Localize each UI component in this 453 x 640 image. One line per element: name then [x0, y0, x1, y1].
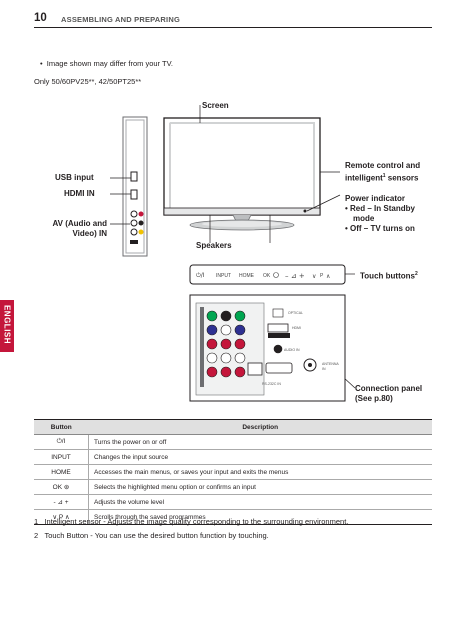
connection-panel-line1: Connection panel: [355, 384, 423, 393]
section-title: ASSEMBLING AND PREPARING: [61, 15, 180, 24]
footnote-2-num: 2: [34, 531, 39, 540]
prog-up-glyph: ∧: [326, 273, 330, 280]
callout-power-indicator: Power indicator • Red – In Standby mode …: [345, 194, 445, 234]
footnote-1-num: 1: [34, 517, 39, 526]
power-red-line: • Red – In Standby: [345, 204, 415, 213]
button-cell: ∨ P ∧: [34, 509, 89, 525]
callout-remote-sensor: Remote control and intelligent1 sensors: [345, 161, 420, 184]
power-indicator-title: Power indicator: [345, 194, 406, 203]
svg-text:ANTENNA: ANTENNA: [322, 362, 339, 366]
description-cell: Adjusts the volume level: [88, 494, 432, 510]
tv-front-view: [163, 117, 321, 231]
callout-screen: Screen: [202, 101, 229, 110]
table-row: HOME Accesses the main menus, or saves y…: [34, 464, 432, 480]
description-cell: Changes the input source: [88, 449, 432, 465]
table-row: INPUT Changes the input source: [34, 449, 432, 465]
page-number: 10: [34, 12, 47, 24]
table-header-row: Button Description: [34, 419, 432, 435]
header-button: Button: [34, 419, 89, 435]
callout-remote-line2: intelligent1 sensors: [345, 173, 419, 183]
strip-home: HOME: [239, 273, 255, 279]
button-cell: OK ⊛: [34, 479, 89, 495]
strip-input: INPUT: [216, 273, 231, 279]
callout-av-in-line2: Video) IN: [72, 229, 107, 238]
ok-circle-icon: [273, 272, 279, 278]
callout-touch-buttons: Touch buttons2: [360, 271, 418, 281]
table-row: - ⊿ + Adjusts the volume level: [34, 494, 432, 510]
svg-text:HDMI: HDMI: [292, 326, 301, 330]
prog-down-glyph: ∨: [312, 273, 316, 280]
touch-button-strip: ⏻/I INPUT HOME OK – ⊿ + ∨ P ∧: [189, 264, 346, 285]
tv-side-view: [122, 116, 148, 257]
callout-hdmi-in: HDMI IN: [64, 189, 95, 198]
callout-av-in: AV (Audio and Video) IN: [34, 219, 107, 239]
table-row: OK ⊛ Selects the highlighted menu option…: [34, 479, 432, 495]
note-line: • Image shown may differ from your TV.: [40, 59, 173, 68]
footnote-1-text: Intelligent sensor - Adjusts the image q…: [44, 517, 349, 526]
volume-glyph: – ⊿ +: [285, 272, 305, 280]
strip-p: P: [320, 273, 324, 279]
description-cell: Scrolls through the saved programmes: [88, 509, 432, 525]
power-red-line2: mode: [353, 214, 375, 223]
strip-ok: OK: [263, 273, 271, 279]
button-cell: ⏻/I: [34, 434, 89, 450]
tv-illustration: ⏻/I INPUT HOME OK – ⊿ + ∨ P ∧: [110, 105, 356, 402]
models-note: Only 50/60PV25**, 42/50PT25**: [34, 77, 142, 86]
description-cell: Selects the highlighted menu option or c…: [88, 479, 432, 495]
svg-text:IN: IN: [322, 367, 326, 371]
language-tab: ENGLISH: [0, 300, 14, 352]
table-row: ∨ P ∧ Scrolls through the saved programm…: [34, 509, 432, 525]
button-table: Button Description ⏻/I Turns the power o…: [34, 419, 432, 525]
power-off-line: • Off – TV turns on: [345, 224, 415, 233]
footnote-2: 2 Touch Button - You can use the desired…: [34, 531, 269, 540]
table-row: ⏻/I Turns the power on or off: [34, 434, 432, 450]
connection-panel-drawing: OPTICAL HDMI AUDIO IN ANTENNA IN RS-232C…: [189, 294, 346, 402]
button-cell: - ⊿ +: [34, 494, 89, 510]
callout-remote-line1: Remote control and: [345, 161, 421, 170]
description-cell: Turns the power on or off: [88, 434, 432, 450]
button-cell: HOME: [34, 464, 89, 480]
callout-speakers: Speakers: [196, 241, 232, 250]
header-rule: [34, 27, 432, 28]
header-description: Description: [88, 419, 432, 435]
footnote-2-text: Touch Button - You can use the desired b…: [44, 531, 269, 540]
svg-text:AUDIO IN: AUDIO IN: [284, 348, 300, 352]
button-cell: INPUT: [34, 449, 89, 465]
callout-connection-panel: Connection panel (See p.80): [355, 384, 422, 404]
callout-av-in-line1: AV (Audio and: [52, 219, 107, 228]
note-text: Image shown may differ from your TV.: [46, 59, 173, 68]
callout-usb-input: USB input: [55, 173, 94, 182]
description-cell: Accesses the main menus, or saves your i…: [88, 464, 432, 480]
svg-text:OPTICAL: OPTICAL: [288, 311, 303, 315]
connection-panel-line2: (See p.80): [355, 394, 393, 403]
svg-text:RS-232C IN: RS-232C IN: [262, 382, 281, 386]
power-glyph: ⏻/I: [196, 272, 205, 279]
footnote-1: 1 Intelligent sensor - Adjusts the image…: [34, 517, 348, 526]
